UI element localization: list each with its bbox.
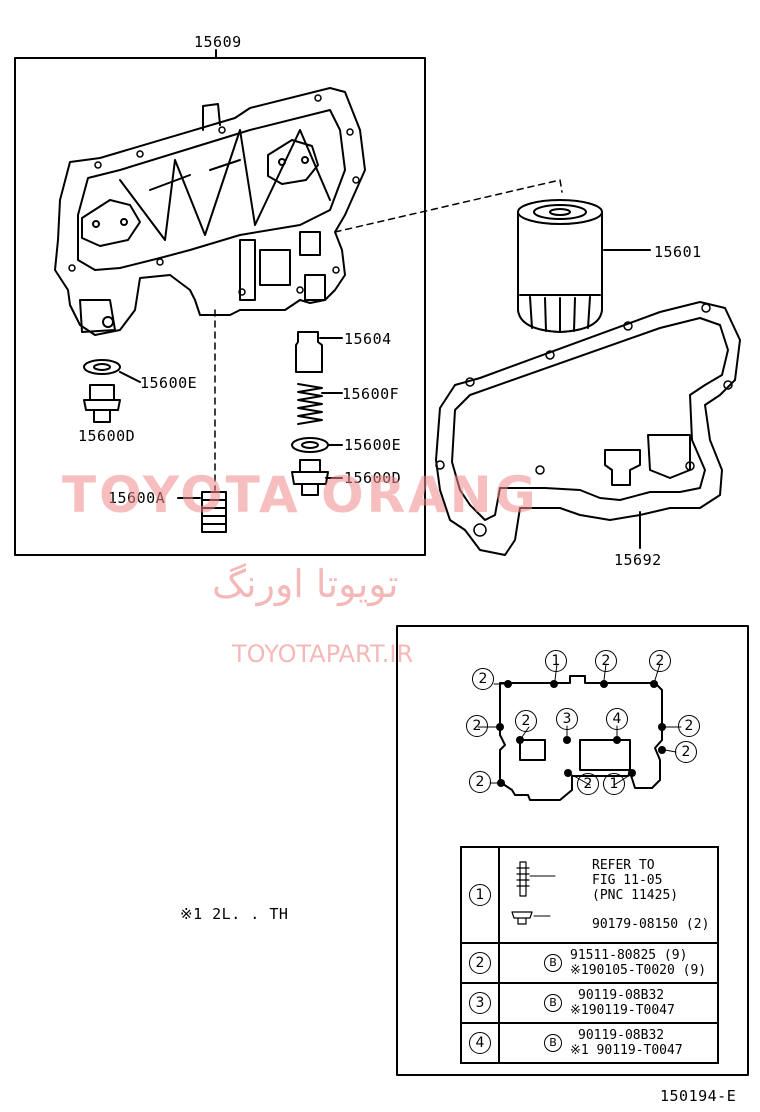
legend-number: 4	[469, 1032, 491, 1054]
legend-row: 1 REFER TO FIG 11-05 (PNC 11425) 90179-0…	[460, 846, 719, 944]
part-label-15600e-right: 15600E	[344, 436, 402, 454]
legend-number: 2	[469, 952, 491, 974]
legend-ref-line: (PNC 11425)	[592, 888, 679, 903]
assembly-label-15609: 15609	[194, 33, 242, 51]
bolt-callout-4: 4	[606, 708, 628, 730]
bolt-callout-tl: 2	[472, 668, 494, 690]
bolt-callout-right-lower: 2	[675, 741, 697, 763]
bolt-callout-top-2: 2	[595, 650, 617, 672]
bolt-callout-top-1: 1	[545, 650, 567, 672]
b-mark-icon: B	[544, 1034, 562, 1052]
legend-part-number: 90179-08150 (2)	[592, 917, 710, 932]
part-label-15604: 15604	[344, 330, 392, 348]
legend-part-number: ※190119-T0047	[570, 1003, 675, 1018]
legend-row: 3 B 90119-08B32 ※190119-T0047	[460, 982, 719, 1024]
legend-part-number: ※190105-T0020 (9)	[570, 963, 707, 978]
legend-part-number: 91511-80825 (9)	[570, 948, 688, 963]
bolt-callout-3: 3	[556, 708, 578, 730]
oil-pan-outline	[54, 87, 366, 336]
watermark-farsi: تویوتا اورنگ	[212, 562, 399, 606]
part-label-15600e-left: 15600E	[140, 374, 198, 392]
oil-filter-drawing	[517, 199, 603, 333]
legend-number: 1	[469, 884, 491, 906]
bolt-detail-frame	[396, 625, 749, 1076]
part-label-15600d-left: 15600D	[78, 427, 136, 445]
legend-ref-line: FIG 11-05	[592, 873, 663, 888]
assembly-frame	[14, 57, 426, 556]
legend-ref-line: REFER TO	[592, 858, 655, 873]
b-mark-icon: B	[544, 994, 562, 1012]
applicability-note: ※1 2L. . TH	[180, 905, 289, 923]
bolt-legend-table: 1 REFER TO FIG 11-05 (PNC 11425) 90179-0…	[460, 846, 719, 1064]
legend-part-number: ※1 90119-T0047	[570, 1043, 683, 1058]
bolt-callout-top-3: 2	[649, 650, 671, 672]
watermark-url: TOYOTAPART.IR	[232, 640, 414, 668]
bolt-callout-left: 2	[466, 715, 488, 737]
legend-part-number: 90119-08B32	[578, 988, 665, 1003]
figure-code: 150194-E	[660, 1087, 737, 1105]
legend-part-number: 90119-08B32	[578, 1028, 665, 1043]
b-mark-icon: B	[544, 954, 562, 972]
bolt-callout-bl: 2	[469, 771, 491, 793]
legend-row: 2 B 91511-80825 (9) ※190105-T0020 (9)	[460, 942, 719, 984]
part-label-15600f: 15600F	[342, 385, 400, 403]
legend-row: 4 B 90119-08B32 ※1 90119-T0047	[460, 1022, 719, 1064]
legend-number: 3	[469, 992, 491, 1014]
bolt-callout-inner: 2	[515, 710, 537, 732]
part-label-15601: 15601	[654, 243, 702, 261]
part-label-15600d-right: 15600D	[344, 469, 402, 487]
watermark-brand: TOYOTA ORANG	[62, 466, 539, 524]
gasket-outline	[435, 301, 741, 556]
part-label-15600a: 15600A	[108, 489, 166, 507]
bolt-callout-bottom-2: 2	[577, 773, 599, 795]
bolt-callout-bottom-1: 1	[603, 773, 625, 795]
bolt-callout-right: 2	[678, 715, 700, 737]
part-label-15692: 15692	[614, 551, 662, 569]
